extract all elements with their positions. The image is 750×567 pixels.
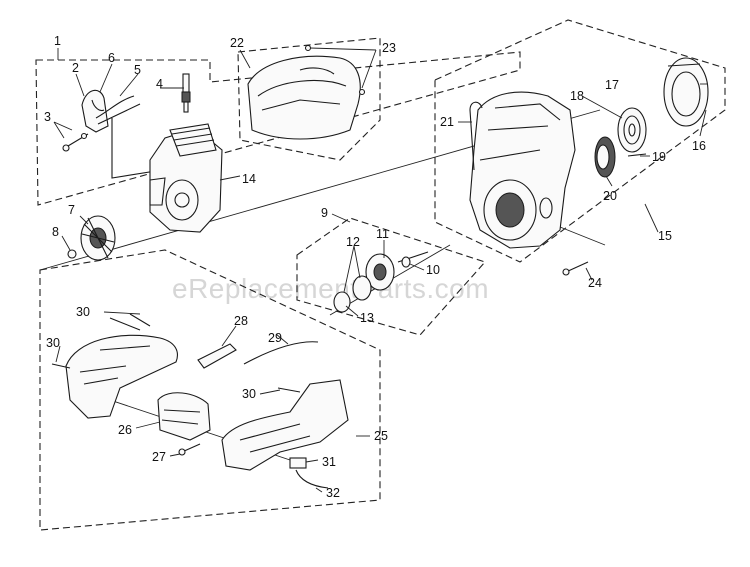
callout-10: 10 — [426, 263, 440, 277]
callout-9: 9 — [321, 206, 328, 220]
engine-group-box — [35, 51, 521, 206]
stop-switch-part — [289, 457, 329, 489]
clutch-group-box — [296, 217, 486, 336]
callout-6: 6 — [108, 51, 115, 65]
callout-7: 7 — [68, 203, 75, 217]
callout-18: 18 — [570, 89, 584, 103]
callout-23: 23 — [382, 41, 396, 55]
starter-cover-part — [663, 57, 709, 127]
pulley-screw-part — [627, 153, 647, 157]
callout-30-top: 30 — [76, 305, 90, 319]
callout-15: 15 — [658, 229, 672, 243]
shroud-group-box — [237, 37, 381, 161]
callout-32: 32 — [326, 486, 340, 500]
callout-30-center: 30 — [242, 387, 256, 401]
housing-bolt-head-part — [562, 268, 570, 276]
callout-27: 27 — [152, 450, 166, 464]
callout-labels: 1 2 6 5 4 3 14 7 8 22 23 21 17 18 16 19 … — [44, 34, 706, 500]
callout-14: 14 — [242, 172, 256, 186]
flywheel-nut-part — [67, 249, 77, 259]
callout-28: 28 — [234, 314, 248, 328]
spark-plug-part — [181, 73, 191, 113]
callout-20: 20 — [603, 189, 617, 203]
callout-17: 17 — [605, 78, 619, 92]
callout-29: 29 — [268, 331, 282, 345]
callout-5: 5 — [134, 63, 141, 77]
callout-31: 31 — [322, 455, 336, 469]
handle-housing-part — [221, 379, 349, 471]
callout-30-left: 30 — [46, 336, 60, 350]
recoil-spring-part — [617, 107, 647, 153]
callout-13: 13 — [360, 311, 374, 325]
callout-1: 1 — [54, 34, 61, 48]
callout-11: 11 — [376, 227, 389, 241]
starter-group-box — [434, 19, 726, 263]
bracket-screw-head-part — [178, 448, 186, 456]
clutch-assembly-part — [333, 251, 429, 313]
shroud-screw-part — [304, 44, 366, 96]
screw-part — [62, 132, 89, 152]
rear-handle-housing-part — [65, 334, 178, 419]
callout-16: 16 — [692, 139, 706, 153]
flywheel-part — [80, 215, 116, 261]
starter-pulley-part — [594, 136, 616, 178]
bolt-axis-line — [554, 224, 606, 246]
throttle-trigger-part — [197, 343, 237, 369]
callout-24: 24 — [588, 276, 602, 290]
callout-21: 21 — [440, 115, 454, 129]
primer-line-part — [469, 101, 483, 171]
callout-12: 12 — [346, 235, 360, 249]
callout-22: 22 — [230, 36, 244, 50]
spark-wire-part — [95, 95, 163, 179]
watermark-text: eReplacementParts.com — [172, 273, 489, 304]
housing-bolt-part — [565, 261, 589, 273]
throttle-cable-part — [243, 341, 319, 365]
cylinder-shroud-part — [247, 55, 361, 140]
callout-19: 19 — [652, 150, 666, 164]
leader-lines — [53, 47, 708, 493]
flywheel-axis-box — [39, 249, 381, 531]
callout-4: 4 — [156, 77, 163, 91]
callout-3: 3 — [44, 110, 51, 124]
callout-8: 8 — [52, 225, 59, 239]
callout-25: 25 — [374, 429, 388, 443]
callout-26: 26 — [118, 423, 132, 437]
boom-bracket-part — [157, 392, 211, 441]
callout-2: 2 — [72, 61, 79, 75]
starter-housing-part — [469, 91, 576, 249]
housing-screw-part — [51, 313, 301, 393]
engine-block-part — [149, 123, 223, 233]
ignition-module-part — [81, 89, 109, 133]
